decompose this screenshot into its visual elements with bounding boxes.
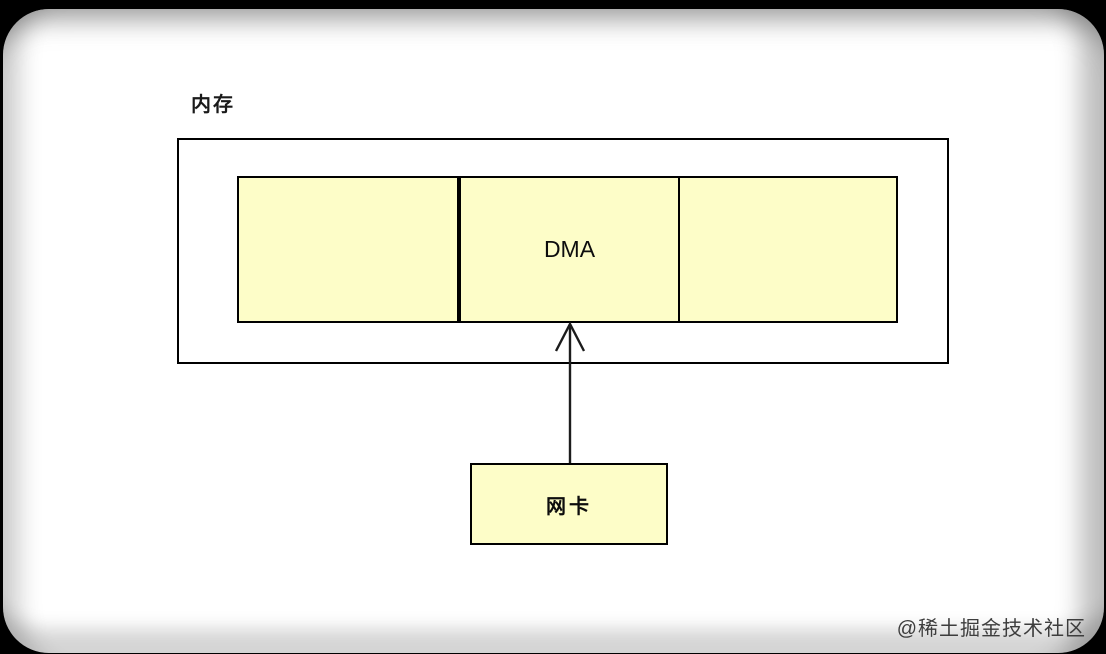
nic-box: 网卡: [470, 463, 668, 545]
memory-label: 内存: [191, 94, 235, 116]
arrow-up-icon: [554, 321, 586, 466]
memory-segment-dma: DMA: [459, 176, 680, 323]
memory-segment-right: [678, 176, 898, 323]
memory-segment-left: [237, 176, 459, 323]
watermark: @稀土掘金技术社区: [896, 618, 1086, 640]
